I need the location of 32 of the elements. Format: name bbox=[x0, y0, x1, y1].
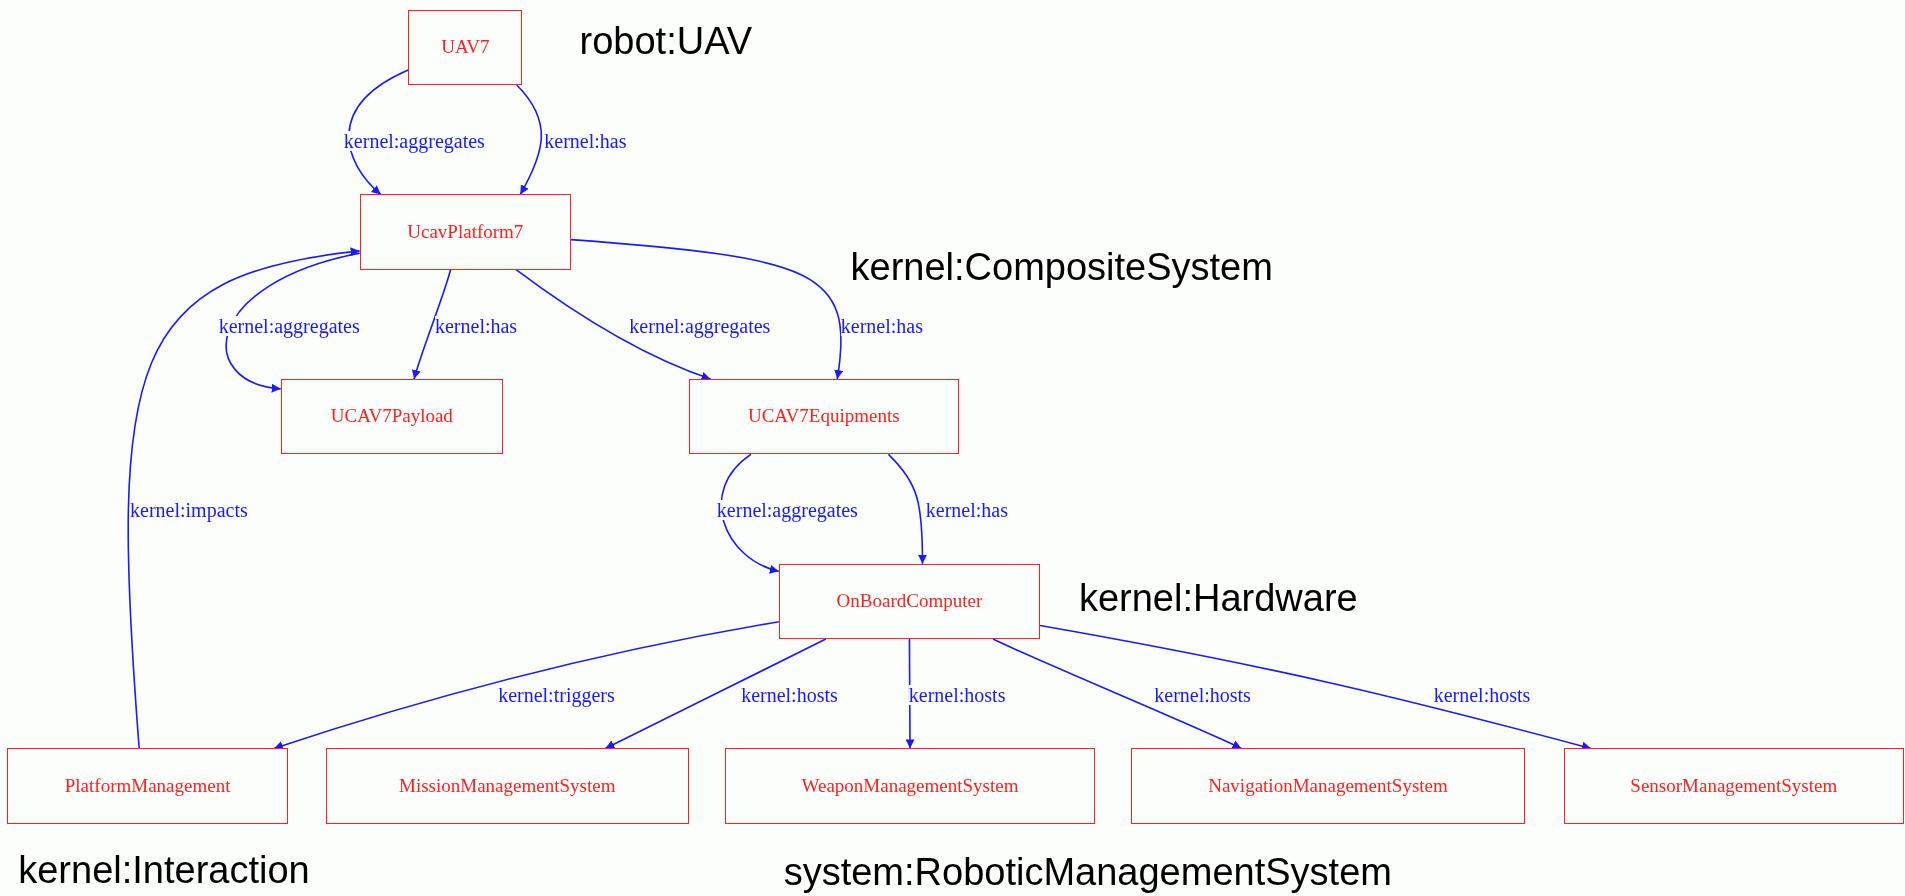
arrow bbox=[273, 620, 780, 750]
class-box: UCAV7Payload bbox=[280, 379, 503, 455]
arrow bbox=[570, 238, 843, 380]
class-box: UCAV7Equipments bbox=[688, 379, 959, 455]
edge-label: kernel:impacts bbox=[130, 500, 248, 521]
class-box: OnBoardComputer bbox=[778, 563, 1041, 640]
class-box: UAV7 bbox=[408, 9, 523, 86]
edge-label: kernel:has bbox=[434, 315, 518, 336]
arrow bbox=[515, 84, 543, 196]
edge-label: kernel:hosts bbox=[908, 684, 1006, 705]
edge-label: kernel:aggregates bbox=[716, 500, 858, 521]
arrow bbox=[992, 638, 1243, 750]
class-box: PlatformManagement bbox=[7, 748, 288, 824]
type-label: kernel:CompositeSystem bbox=[850, 248, 1273, 287]
class-box: WeaponManagementSystem bbox=[725, 748, 1095, 824]
edge-label: kernel:aggregates bbox=[343, 130, 485, 151]
type-label: kernel:Interaction bbox=[18, 850, 310, 889]
arrow bbox=[887, 453, 927, 565]
type-label: robot:UAV bbox=[579, 22, 753, 61]
type-label: system:RoboticManagementSystem bbox=[783, 853, 1392, 892]
edge-label: kernel:aggregates bbox=[218, 315, 360, 336]
class-box: MissionManagementSystem bbox=[325, 748, 689, 824]
arrow bbox=[720, 453, 780, 573]
class-box: NavigationManagementSystem bbox=[1131, 748, 1525, 824]
arrow bbox=[515, 268, 712, 381]
arrow bbox=[225, 252, 361, 392]
class-box: UcavPlatform7 bbox=[359, 194, 572, 270]
arrow bbox=[412, 268, 452, 380]
arrow bbox=[127, 247, 361, 750]
class-box: SensorManagementSystem bbox=[1563, 748, 1904, 824]
type-label: kernel:Hardware bbox=[1078, 578, 1358, 617]
arrow bbox=[604, 638, 827, 750]
